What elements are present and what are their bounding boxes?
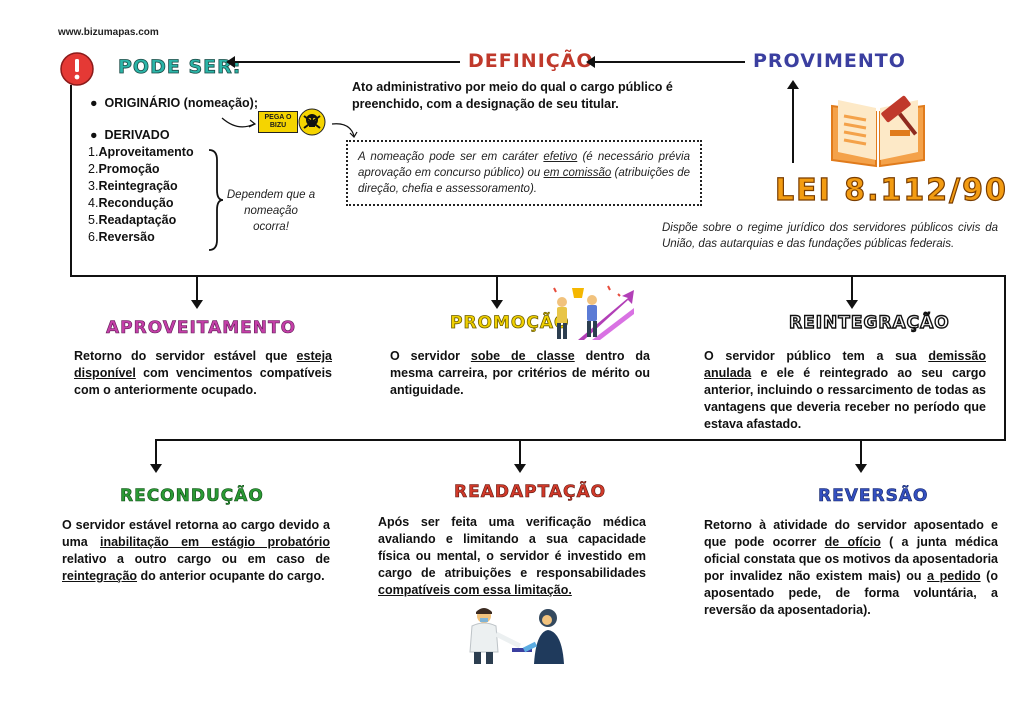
lei-description: Dispõe sobre o regime jurídico dos servi…: [662, 220, 998, 252]
reconducao-text: O servidor estável retorna ao cargo devi…: [62, 517, 330, 585]
readaptacao-title: READAPTAÇÃO: [454, 482, 606, 502]
curved-arrow-icon: [220, 110, 260, 137]
promotion-illustration-icon: [548, 284, 634, 347]
derivados-list: 1.Aproveitamento 2.Promoção 3.Reintegraç…: [88, 144, 218, 246]
reversao-title: REVERSÃO: [818, 486, 928, 506]
derivado-2: 2.Promoção: [88, 161, 218, 178]
warning-icon: [60, 52, 94, 86]
derivado-6: 6.Reversão: [88, 229, 218, 246]
medical-checkup-illustration-icon: [466, 604, 572, 671]
skull-icon: [298, 108, 326, 141]
dependem-note: Dependem que a nomeação ocorra!: [226, 187, 316, 235]
nomeacao-note-box: A nomeação pode ser em caráter efetivo (…: [346, 140, 702, 206]
pode-ser-title: PODE SER:: [118, 56, 241, 78]
law-book-icon: [826, 86, 930, 177]
reconducao-title: RECONDUÇÃO: [120, 486, 264, 506]
aproveitamento-text: Retorno do servidor estável que esteja d…: [74, 348, 332, 399]
definicao-title: DEFINIÇÃO: [468, 50, 594, 72]
promocao-text: O servidor sobe de classe dentro da mesm…: [390, 348, 650, 399]
derivado-item: ● DERIVADO: [90, 127, 170, 144]
derivado-1: 1.Aproveitamento: [88, 144, 218, 161]
aproveitamento-title: APROVEITAMENTO: [106, 318, 296, 338]
reversao-text: Retorno à atividade do servidor aposenta…: [704, 517, 998, 619]
brace-icon: [205, 148, 225, 257]
derivado-3: 3.Reintegração: [88, 178, 218, 195]
provimento-title: PROVIMENTO: [753, 50, 906, 72]
lei-title: LEI 8.112/90: [775, 173, 1008, 208]
nomeacao-note: A nomeação pode ser em caráter efetivo (…: [358, 149, 690, 197]
readaptacao-text: Após ser feita uma verificação médica av…: [378, 514, 646, 599]
reintegracao-text: O servidor público tem a sua demissão an…: [704, 348, 986, 433]
derivado-4: 4.Recondução: [88, 195, 218, 212]
site-url: www.bizumapas.com: [58, 27, 159, 38]
derivado-5: 5.Readaptação: [88, 212, 218, 229]
pega-bizu-badge: PEGA O BIZU: [258, 111, 298, 133]
reintegracao-title: REINTEGRAÇÃO: [789, 313, 950, 333]
definicao-text: Ato administrativo por meio do qual o ca…: [352, 79, 682, 113]
